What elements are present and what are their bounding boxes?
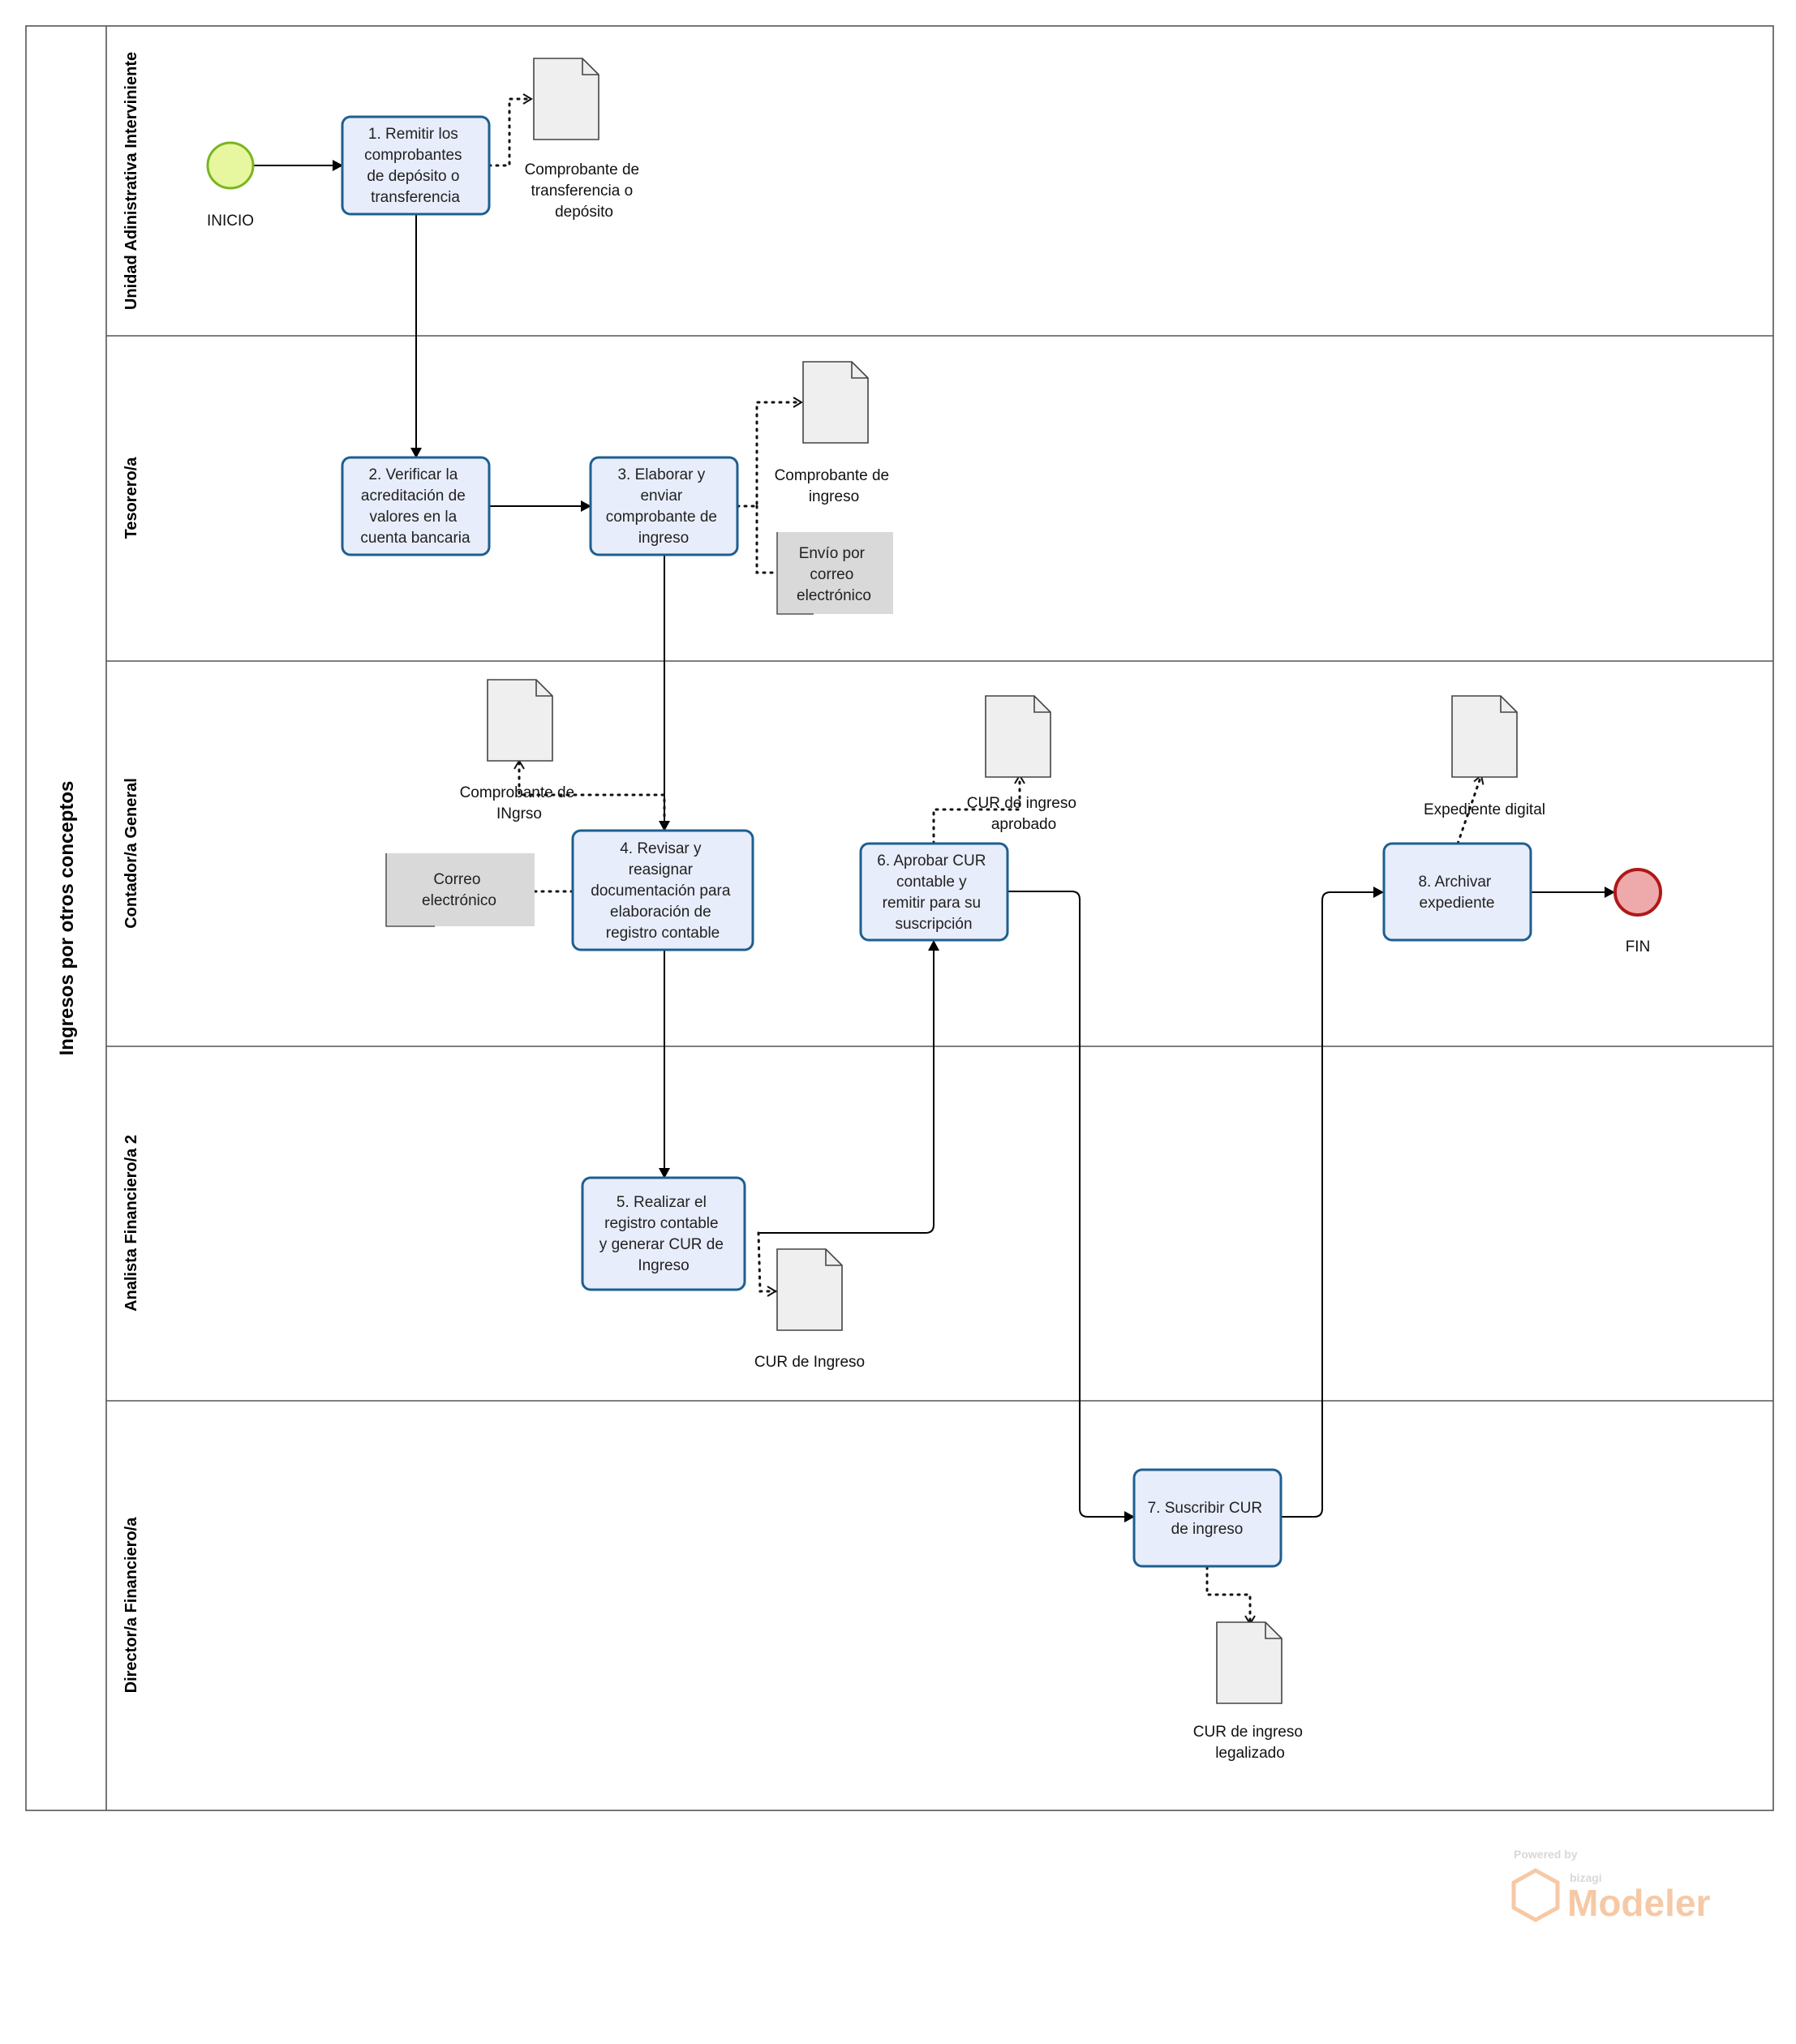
document-icon xyxy=(985,695,1051,778)
document-5-label: Expediente digital xyxy=(1424,801,1545,818)
document-3[interactable]: Comprobante de INgrso xyxy=(460,679,579,822)
task-6-label: 6. Aprobar CUR contable y remitir para s… xyxy=(877,852,990,933)
lane-label-tesorero: Tesorero/a xyxy=(122,457,140,539)
document-4[interactable]: CUR de ingreso aprobado xyxy=(967,695,1081,833)
document-icon xyxy=(1216,1621,1283,1704)
lane-labels: Unidad Adinistrativa Interviniente Tesor… xyxy=(122,52,140,1693)
task-2[interactable]: 2. Verificar la acreditación de valores … xyxy=(341,456,491,556)
assoc-task5-doc6 xyxy=(757,1231,777,1297)
associations xyxy=(488,93,1484,1625)
document-icon xyxy=(802,361,869,444)
watermark-brand: bizagi xyxy=(1570,1871,1602,1884)
task-1[interactable]: 1. Remitir los comprobantes de depósito … xyxy=(341,115,491,216)
end-event[interactable]: FIN xyxy=(1613,868,1662,955)
end-event-label: FIN xyxy=(1626,938,1651,955)
document-icon xyxy=(1451,695,1518,778)
task-3-label: 3. Elaborar y enviar comprobante de ingr… xyxy=(606,466,722,547)
document-icon xyxy=(776,1248,843,1331)
task-8-label: 8. Archivar expediente xyxy=(1418,874,1495,912)
task-4[interactable]: 4. Revisar y reasignar documentación par… xyxy=(571,829,754,951)
lane-label-analista: Analista Financiero/a 2 xyxy=(122,1135,140,1312)
start-event[interactable]: INICIO xyxy=(206,141,255,230)
document-2[interactable]: Comprobante de ingreso xyxy=(775,361,894,505)
task-1-label: 1. Remitir los comprobantes de depósito … xyxy=(364,126,466,206)
sequence-flows xyxy=(254,160,1615,1522)
document-6-label: CUR de Ingreso xyxy=(754,1354,865,1371)
document-1-label: Comprobante de transferencia o depósito xyxy=(525,161,644,221)
document-4-label: CUR de ingreso aprobado xyxy=(967,795,1081,833)
data-store-1-label: Envío por correo electrónico xyxy=(797,545,871,604)
data-store-2-label: Correo electrónico xyxy=(422,871,496,909)
lane-label-contador: Contador/a General xyxy=(122,778,140,929)
lane-label-unidad: Unidad Adinistrativa Interviniente xyxy=(122,52,140,310)
document-7-label: CUR de ingreso legalizado xyxy=(1193,1724,1307,1762)
task-8[interactable]: 8. Archivar expediente xyxy=(1382,842,1532,942)
start-event-circle[interactable] xyxy=(206,141,255,190)
assoc-task6-doc4 xyxy=(932,774,1025,845)
task-4-label: 4. Revisar y reasignar documentación par… xyxy=(591,840,734,942)
start-event-label: INICIO xyxy=(207,213,254,230)
pool-title: Ingresos por otros conceptos xyxy=(56,781,78,1056)
pool: Ingresos por otros conceptos xyxy=(25,25,1774,1811)
data-store-2[interactable]: Correo electrónico xyxy=(385,853,535,927)
assoc-task3-store1 xyxy=(755,505,779,574)
flow-task6-to-task7 xyxy=(1008,891,1135,1522)
assoc-task3-doc2 xyxy=(736,397,803,508)
assoc-task8-doc5 xyxy=(1456,774,1484,845)
document-1[interactable]: Comprobante de transferencia o depósito xyxy=(525,58,644,221)
document-3-label: Comprobante de INgrso xyxy=(460,784,579,822)
lane-label-director: Director/a Financiero/a xyxy=(122,1517,140,1694)
task-2-label: 2. Verificar la acreditación de valores … xyxy=(360,466,470,547)
bizagi-watermark: Powered by bizagi Modeler xyxy=(1511,1848,1710,1924)
task-6[interactable]: 6. Aprobar CUR contable y remitir para s… xyxy=(859,842,1009,942)
end-event-circle[interactable] xyxy=(1613,868,1662,917)
document-icon xyxy=(487,679,553,762)
task-7-label: 7. Suscribir CUR de ingreso xyxy=(1148,1500,1267,1538)
bizagi-logo-icon xyxy=(1511,1868,1560,1922)
flow-task5-to-task6 xyxy=(758,940,939,1234)
document-5[interactable]: Expediente digital xyxy=(1424,695,1545,818)
document-6[interactable]: CUR de Ingreso xyxy=(754,1248,865,1371)
document-2-label: Comprobante de ingreso xyxy=(775,467,894,505)
task-5[interactable]: 5. Realizar el registro contable y gener… xyxy=(581,1176,746,1291)
task-3[interactable]: 3. Elaborar y enviar comprobante de ingr… xyxy=(589,456,739,556)
watermark-powered: Powered by xyxy=(1514,1848,1578,1861)
task-7[interactable]: 7. Suscribir CUR de ingreso xyxy=(1132,1468,1283,1568)
assoc-task4-doc3 xyxy=(513,759,666,832)
task-5-label: 5. Realizar el registro contable y gener… xyxy=(599,1194,728,1274)
document-7[interactable]: CUR de ingreso legalizado xyxy=(1193,1621,1307,1762)
assoc-task7-doc7 xyxy=(1205,1565,1256,1625)
flow-task7-to-task8 xyxy=(1282,887,1384,1518)
assoc-task1-doc1 xyxy=(488,93,533,167)
document-icon xyxy=(533,58,599,140)
watermark-product: Modeler xyxy=(1567,1882,1710,1924)
data-store-1[interactable]: Envío por correo electrónico xyxy=(776,532,893,615)
